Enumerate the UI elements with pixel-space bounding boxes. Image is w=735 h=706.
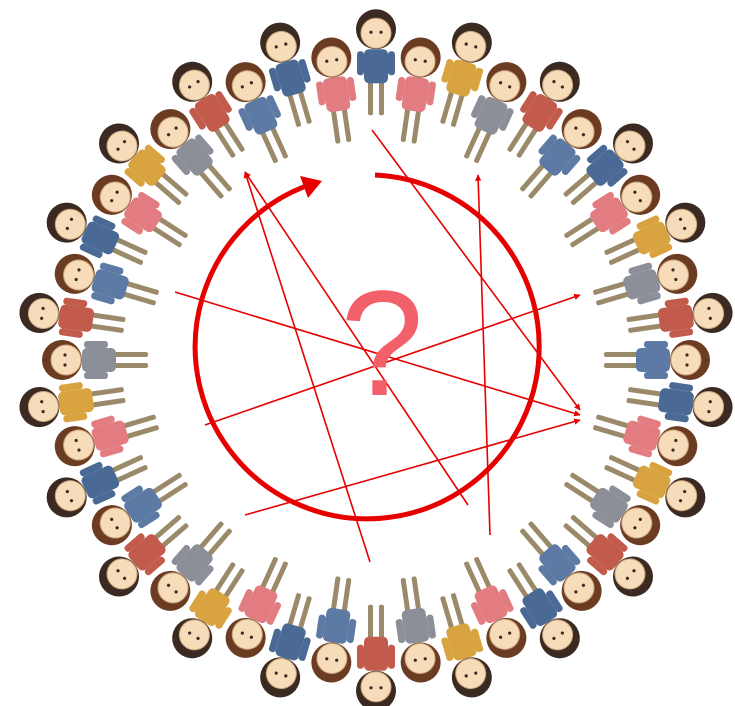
person-figure-icon [356,605,396,706]
person-figure-icon [309,574,364,685]
person-figure-icon [356,9,396,115]
crossing-arrow-line [478,175,490,535]
question-mark: ? [334,268,430,418]
person-figure-icon [309,35,364,146]
person-figure-icon [42,340,148,380]
person-figure-icon [389,574,444,685]
person-figure-icon [604,340,710,380]
person-figure-icon [389,35,444,146]
